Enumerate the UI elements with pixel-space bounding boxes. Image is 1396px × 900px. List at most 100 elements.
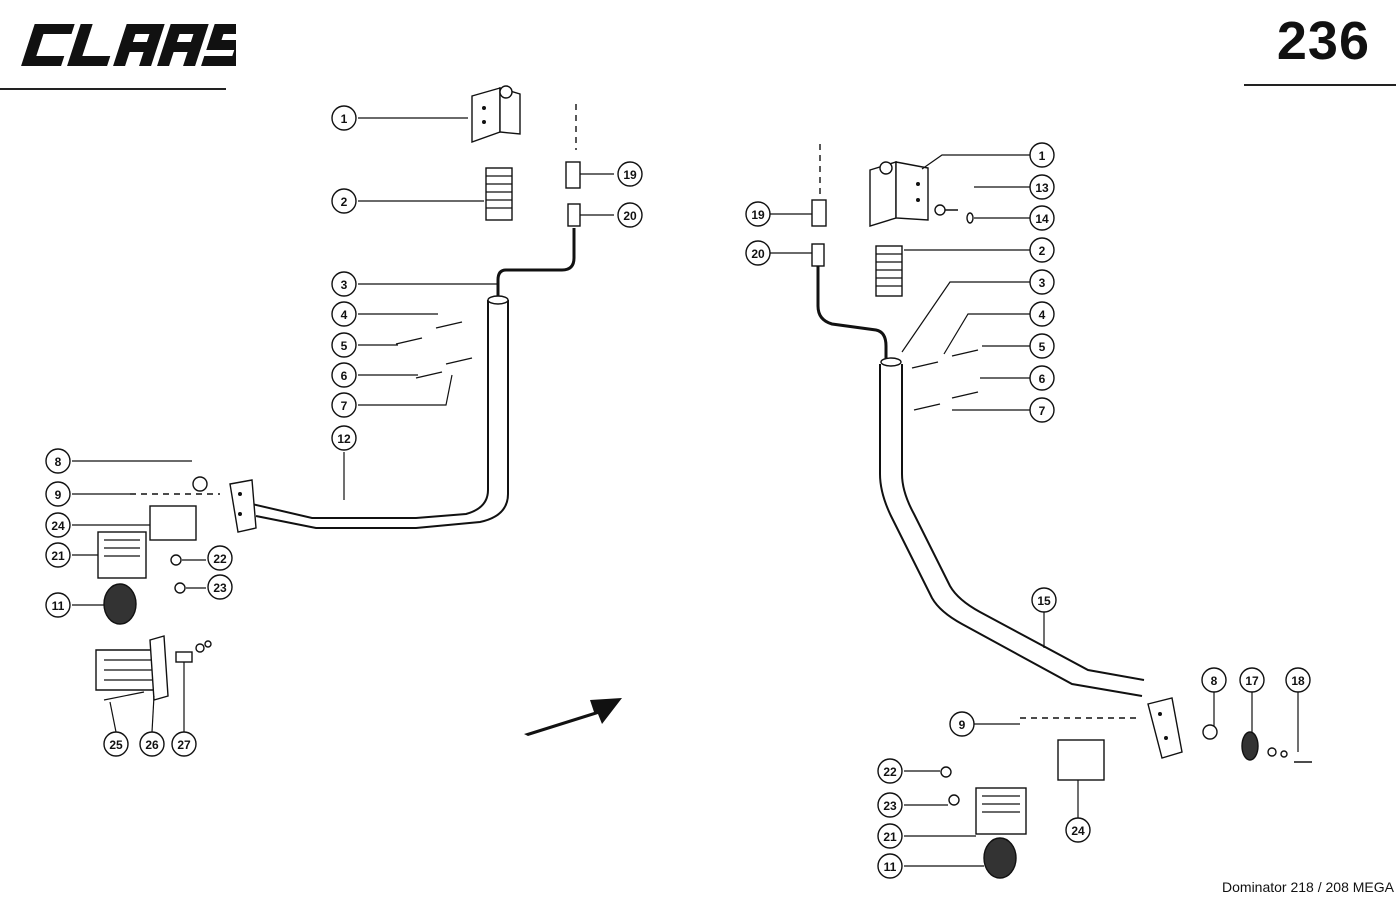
page-number: 236 — [1276, 11, 1370, 71]
left-callout-5: 5 — [331, 332, 357, 358]
right-assembly — [770, 144, 1312, 879]
callout-number: 12 — [337, 432, 351, 446]
right-callout-11: 11 — [877, 853, 903, 879]
callout-circle — [1029, 205, 1055, 231]
callout-number: 5 — [341, 339, 348, 353]
claas-logo — [21, 24, 236, 66]
callout-number: 18 — [1291, 674, 1305, 688]
callout-number: 24 — [1071, 824, 1085, 838]
right-callout-7: 7 — [1029, 397, 1055, 423]
right-fitting-20 — [811, 243, 825, 267]
callout-circle — [103, 731, 129, 757]
left-callout-11: 11 — [45, 592, 71, 618]
right-spring — [875, 245, 903, 297]
right-callout-17: 17 — [1239, 667, 1265, 693]
callout-circle — [745, 240, 771, 266]
callout-circle — [331, 362, 357, 388]
right-mount-plate — [1147, 697, 1183, 759]
right-callout-22: 22 — [877, 758, 903, 784]
callout-circle — [45, 592, 71, 618]
right-callout-21: 21 — [877, 823, 903, 849]
left-callout-26: 26 — [139, 731, 165, 757]
right-callout-13: 13 — [1029, 174, 1055, 200]
left-fitting-20 — [567, 203, 581, 227]
header-rule-left — [0, 88, 226, 90]
callout-circle — [617, 202, 643, 228]
callout-circle — [45, 512, 71, 538]
left-callout-2: 2 — [331, 188, 357, 214]
left-nut — [192, 476, 208, 492]
callout-circle — [877, 853, 903, 879]
left-callout-24: 24 — [45, 512, 71, 538]
callout-number: 23 — [883, 799, 897, 813]
callout-number: 23 — [213, 581, 227, 595]
right-callout-24: 24 — [1065, 817, 1091, 843]
right-callout-9: 9 — [949, 711, 975, 737]
callout-circle — [1031, 587, 1057, 613]
callout-circle — [331, 301, 357, 327]
left-callout-3: 3 — [331, 271, 357, 297]
left-callout-8: 8 — [45, 448, 71, 474]
callout-number: 1 — [1039, 149, 1046, 163]
header-rule-right — [1244, 84, 1396, 86]
callout-number: 20 — [751, 247, 765, 261]
left-lamp-21 — [97, 531, 147, 579]
right-callout-18: 18 — [1285, 667, 1311, 693]
callout-number: 4 — [1039, 308, 1046, 322]
callout-circle — [1029, 365, 1055, 391]
callout-number: 21 — [51, 549, 65, 563]
callout-circle — [1029, 397, 1055, 423]
right-callout-4: 4 — [1029, 301, 1055, 327]
callout-number: 2 — [341, 195, 348, 209]
right-nut — [1202, 724, 1218, 740]
callout-circle — [1285, 667, 1311, 693]
left-assembly — [72, 85, 614, 733]
callout-circle — [745, 201, 771, 227]
callout-circle — [207, 574, 233, 600]
callout-number: 13 — [1035, 181, 1049, 195]
right-callout-20: 20 — [745, 240, 771, 266]
callout-number: 11 — [884, 860, 897, 874]
callout-number: 11 — [52, 599, 65, 613]
right-callout-14: 14 — [1029, 205, 1055, 231]
left-lamp-24 — [149, 505, 197, 541]
left-fitting-19 — [565, 161, 581, 189]
callout-number: 19 — [751, 208, 765, 222]
callout-circle — [877, 758, 903, 784]
callout-number: 22 — [213, 552, 227, 566]
right-cable — [816, 266, 888, 364]
left-callout-4: 4 — [331, 301, 357, 327]
right-callout-19: 19 — [745, 201, 771, 227]
left-tube — [251, 300, 489, 519]
callout-circle — [1029, 174, 1055, 200]
left-lens — [103, 583, 137, 625]
direction-arrow-icon — [524, 698, 622, 736]
callout-circle — [331, 188, 357, 214]
left-callout-1: 1 — [331, 105, 357, 131]
left-callout-19: 19 — [617, 161, 643, 187]
callout-number: 8 — [55, 455, 62, 469]
callout-number: 8 — [1211, 674, 1218, 688]
callout-circle — [331, 332, 357, 358]
callout-circle — [331, 105, 357, 131]
left-callout-6: 6 — [331, 362, 357, 388]
callout-number: 3 — [341, 278, 348, 292]
callout-number: 7 — [1039, 404, 1046, 418]
callout-circle — [1029, 142, 1055, 168]
right-callout-8: 8 — [1201, 667, 1227, 693]
callout-number: 19 — [623, 168, 637, 182]
right-callout-6: 6 — [1029, 365, 1055, 391]
callout-number: 4 — [341, 308, 348, 322]
right-reflector — [1241, 731, 1259, 761]
right-callout-1: 1 — [1029, 142, 1055, 168]
model-footer: Dominator 218 / 208 MEGA — [1222, 879, 1394, 895]
callout-number: 6 — [341, 369, 348, 383]
callout-circle — [171, 731, 197, 757]
right-lamp-24 — [1057, 739, 1105, 781]
left-guard — [95, 635, 212, 701]
right-lamp-21 — [975, 787, 1027, 835]
callout-circle — [45, 481, 71, 507]
callout-circle — [1029, 269, 1055, 295]
callout-number: 22 — [883, 765, 897, 779]
